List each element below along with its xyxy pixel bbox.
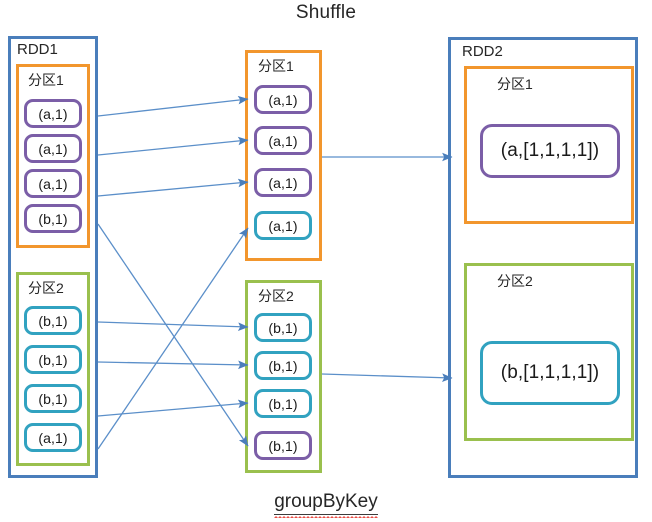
shuffle-p2-cell-1: (b,1) <box>254 351 312 380</box>
shuffle-p2-cell-2: (b,1) <box>254 389 312 418</box>
rdd2-label: RDD2 <box>462 43 503 60</box>
rdd1-p1-cell-0: (a,1) <box>24 99 82 128</box>
shuffle-p1-cell-3: (a,1) <box>254 211 312 240</box>
arrow-p1a-0 <box>97 95 249 117</box>
shuffle-p2-cell-3: (b,1) <box>254 431 312 460</box>
rdd1-p2-cell-2: (b,1) <box>24 384 82 413</box>
rdd1-p1-cell-2: (a,1) <box>24 169 82 198</box>
rdd1-p2-cell-3: (a,1) <box>24 423 82 452</box>
shuffle-p1-cell-0: (a,1) <box>254 85 312 114</box>
shuffle-p1-cell-1: (a,1) <box>254 126 312 155</box>
rdd1-p1-cell-1: (a,1) <box>24 134 82 163</box>
rdd1-partition-2-label: 分区2 <box>28 280 64 296</box>
shuffle-p2-cell-0: (b,1) <box>254 313 312 342</box>
shuffle-partition-1-label: 分区1 <box>258 58 294 74</box>
arrow-shuffle2-to-rdd2 <box>321 373 453 382</box>
diagram-title-groupbykey: groupByKey <box>0 491 652 518</box>
rdd2-partition-2-label: 分区2 <box>497 273 533 289</box>
shuffle-partition-2-label: 分区2 <box>258 288 294 304</box>
arrow-p2b-2 <box>97 399 249 417</box>
rdd1-p2-cell-0: (b,1) <box>24 306 82 335</box>
rdd1-p1-cell-3: (b,1) <box>24 204 82 233</box>
rdd2-partition-1-label: 分区1 <box>497 76 533 92</box>
diagram-title-shuffle: Shuffle <box>295 2 357 23</box>
rdd1-label: RDD1 <box>17 41 58 58</box>
arrow-p1a-2 <box>97 178 249 197</box>
shuffle-p1-cell-2: (a,1) <box>254 168 312 197</box>
arrow-p2b-1 <box>97 360 249 370</box>
rdd1-partition-1-label: 分区1 <box>28 72 64 88</box>
rdd1-p2-cell-1: (b,1) <box>24 345 82 374</box>
arrow-p1a-1 <box>97 136 249 156</box>
rdd2-p1-cell-0: (a,[1,1,1,1]) <box>480 124 620 178</box>
arrow-p1b-cross <box>97 223 249 447</box>
arrow-p2b-0 <box>97 321 249 331</box>
rdd2-p2-cell-0: (b,[1,1,1,1]) <box>480 341 620 405</box>
groupbykey-text: groupByKey <box>274 491 378 518</box>
arrow-p2a-cross <box>97 227 249 450</box>
